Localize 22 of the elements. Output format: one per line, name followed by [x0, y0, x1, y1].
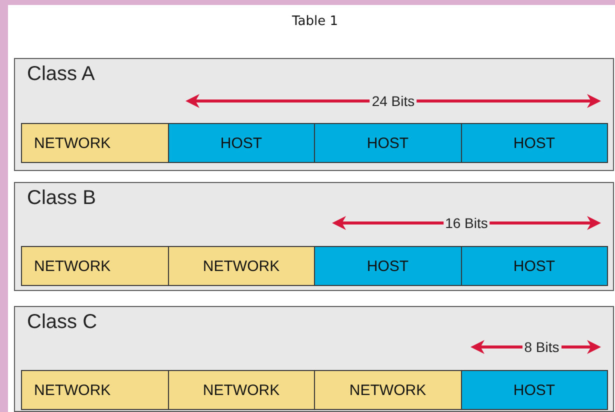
host-field: HOST [168, 123, 315, 163]
network-field: NETWORK [168, 370, 315, 410]
bit-count-label: 16 Bits [443, 215, 490, 231]
network-field: NETWORK [21, 123, 168, 163]
table-title: Table 1 [290, 14, 340, 29]
class-panel [14, 182, 614, 291]
host-field: HOST [314, 123, 462, 163]
class-heading: Class A [27, 63, 95, 86]
host-field: HOST [314, 246, 462, 286]
host-field: HOST [460, 123, 608, 163]
network-field: NETWORK [314, 370, 462, 410]
host-field: HOST [460, 246, 608, 286]
class-heading: Class B [27, 187, 96, 210]
network-field: NETWORK [168, 246, 315, 286]
class-heading: Class C [27, 311, 98, 334]
bit-count-label: 8 Bits [522, 339, 562, 355]
network-field: NETWORK [21, 370, 168, 410]
class-panel [14, 58, 614, 171]
bit-count-label: 24 Bits [370, 93, 417, 109]
network-field: NETWORK [21, 246, 168, 286]
host-field: HOST [460, 370, 608, 410]
class-panel [14, 306, 614, 412]
